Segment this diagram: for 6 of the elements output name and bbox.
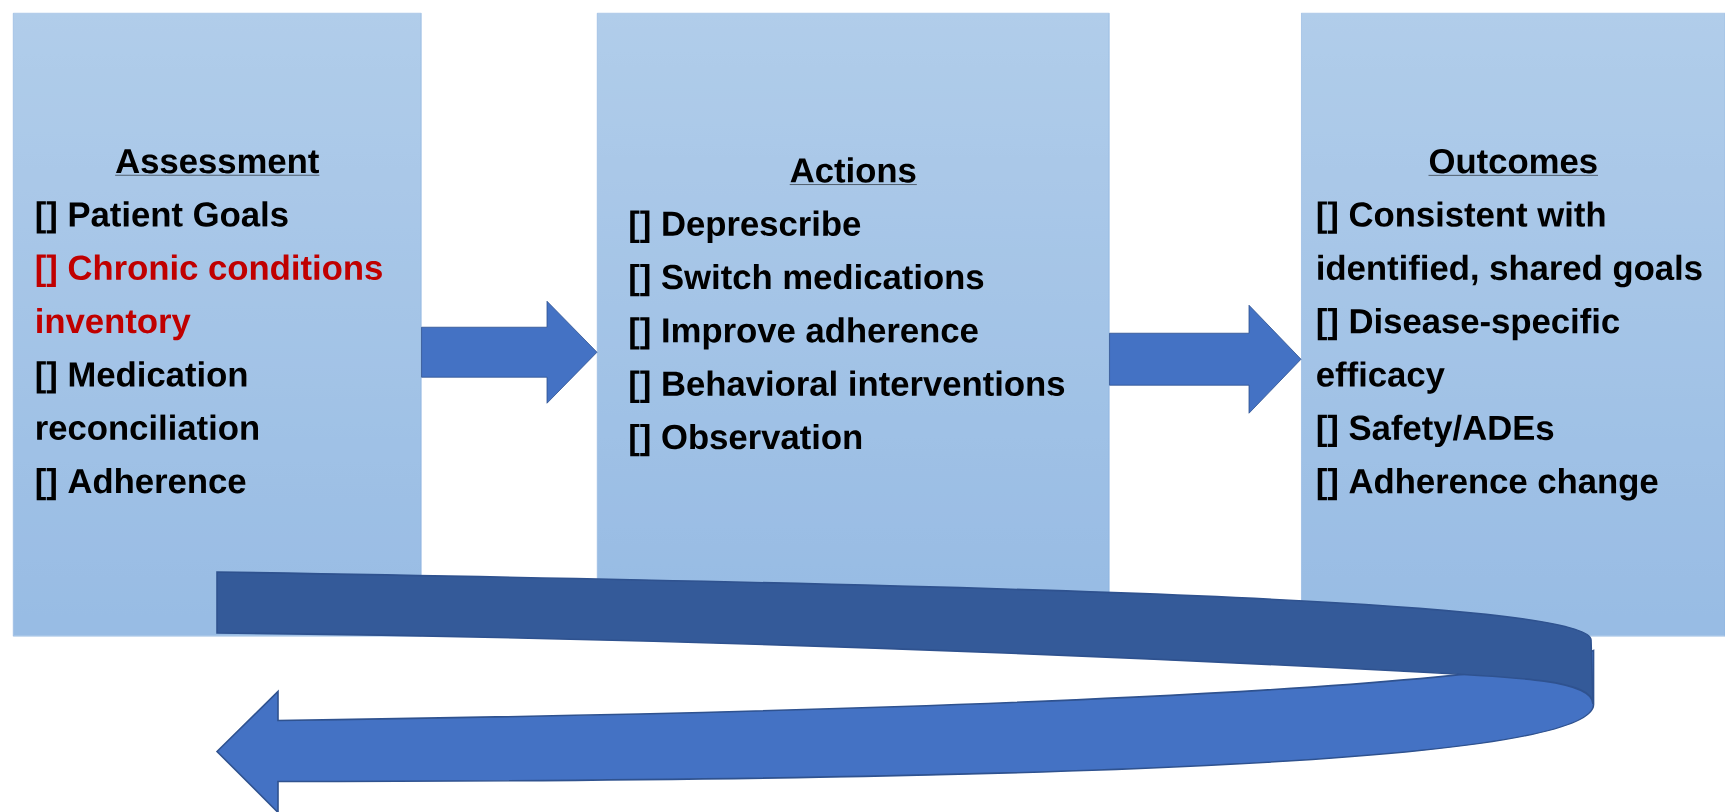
block-arrow (421, 300, 598, 404)
step-box: Actions [] Deprescribe [] Switch medications [] Improve adherence [] Behavioral interventions [] Observation (597, 13, 1110, 601)
block-arrow (1109, 304, 1302, 414)
curved-arrow (216, 571, 1595, 812)
step-box: Assessment [] Patient Goals [] Chronic conditions inventory [] Medication reconciliation [] Adherence (13, 13, 422, 637)
step-box: Outcomes [] Consistent with identified, shared goals [] Disease-specific efficacy [] Safety/ADEs [] Adherence change (1301, 13, 1725, 637)
